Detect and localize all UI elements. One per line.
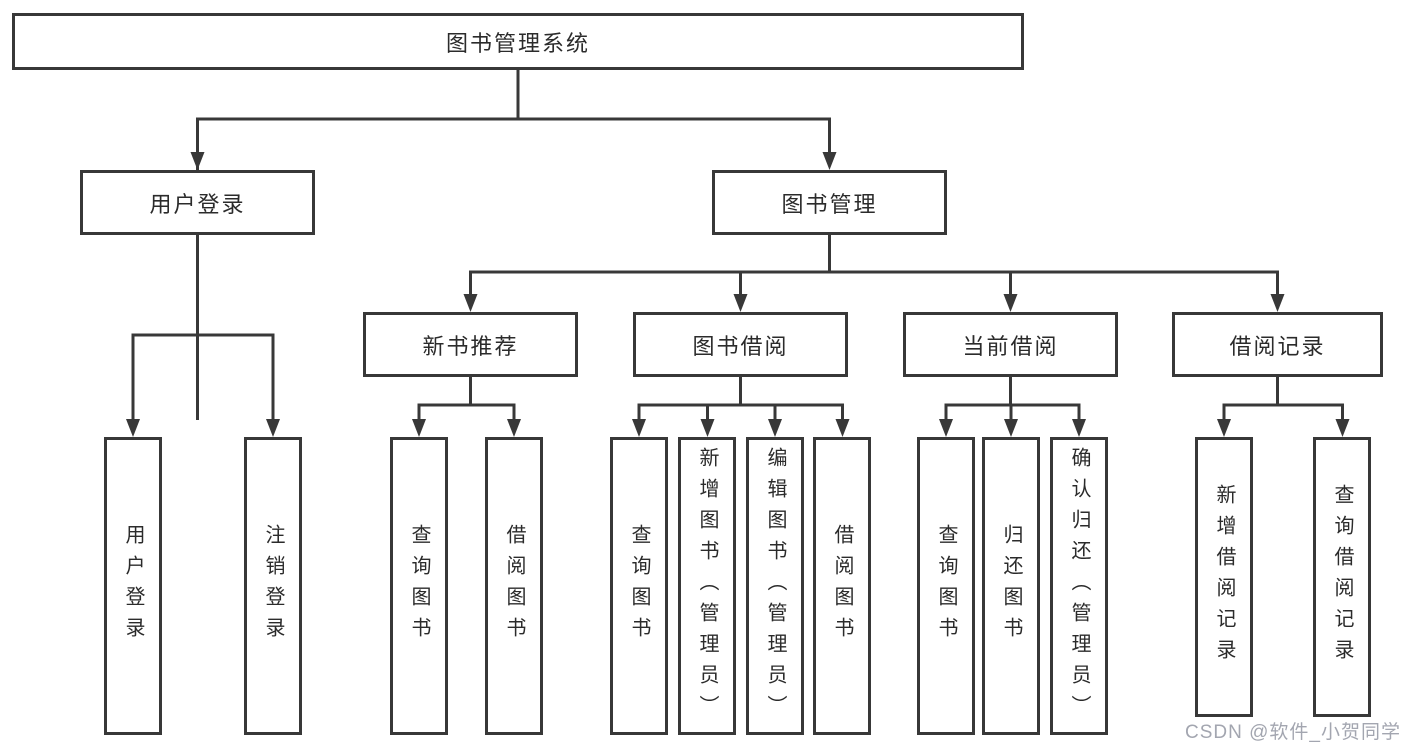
leaf-confirm-return-admin-label: 确认归还（管理员） [1068, 446, 1090, 726]
leaf-confirm-return-admin: 确认归还（管理员） [1050, 437, 1108, 735]
arrowhead [768, 419, 782, 437]
leaf-query-book-2-label: 查询图书 [628, 524, 650, 648]
arrowhead [507, 419, 521, 437]
connector-newbookrec-elbow [417, 403, 516, 421]
leaf-add-borrow-record: 新增借阅记录 [1195, 437, 1253, 717]
leaf-add-book-admin-label: 新增图书（管理员） [696, 446, 718, 726]
arrowhead [700, 419, 715, 437]
arrowhead [190, 152, 205, 170]
connector-userlogin-elbow [131, 333, 275, 420]
leaf-return-book: 归还图书 [982, 437, 1040, 735]
connector-bookmgmt-elbow [469, 270, 1279, 296]
leaf-add-borrow-record-label: 新增借阅记录 [1213, 484, 1235, 670]
arrowhead [835, 419, 850, 437]
arrowhead [412, 419, 426, 437]
node-borrowing-records: 借阅记录 [1172, 312, 1383, 377]
leaf-query-book-3: 查询图书 [917, 437, 975, 735]
leaf-logout: 注销登录 [244, 437, 302, 735]
arrowhead [632, 419, 646, 437]
leaf-query-book-1-label: 查询图书 [408, 524, 430, 648]
leaf-add-book-admin: 新增图书（管理员） [678, 437, 736, 735]
arrowhead [733, 294, 748, 312]
arrowhead [939, 419, 953, 437]
arrowhead [1003, 294, 1018, 312]
arrowhead [1270, 294, 1285, 312]
arrowhead [1072, 419, 1086, 437]
leaf-logout-label: 注销登录 [262, 524, 284, 648]
arrowhead [1335, 419, 1350, 437]
node-user-login: 用户登录 [80, 170, 315, 235]
leaf-user-login: 用户登录 [104, 437, 162, 735]
leaf-query-book-3-label: 查询图书 [935, 524, 957, 648]
arrowhead [463, 294, 478, 312]
connector-borrowrecords-elbow [1222, 403, 1344, 421]
connector-bookborrow-elbow [637, 403, 844, 421]
leaf-borrow-book-1-label: 借阅图书 [503, 524, 525, 648]
leaf-edit-book-admin-label: 编辑图书（管理员） [764, 446, 786, 726]
node-book-management: 图书管理 [712, 170, 947, 235]
node-book-borrowing: 图书借阅 [633, 312, 848, 377]
leaf-edit-book-admin: 编辑图书（管理员） [746, 437, 804, 735]
arrowhead [126, 419, 140, 437]
arrowhead [1217, 419, 1231, 437]
leaf-query-borrow-record-label: 查询借阅记录 [1331, 484, 1353, 670]
node-library-management-system: 图书管理系统 [12, 13, 1024, 70]
leaf-query-borrow-record: 查询借阅记录 [1313, 437, 1371, 717]
leaf-query-book-2: 查询图书 [610, 437, 668, 735]
node-current-borrowing: 当前借阅 [903, 312, 1118, 377]
arrowhead [266, 419, 280, 437]
arrowhead [1004, 419, 1018, 437]
leaf-user-login-label: 用户登录 [122, 524, 144, 648]
csdn-watermark: CSDN @软件_小贺同学 [1185, 722, 1401, 743]
leaf-borrow-book-2: 借阅图书 [813, 437, 871, 735]
leaf-borrow-book-1: 借阅图书 [485, 437, 543, 735]
leaf-return-book-label: 归还图书 [1000, 524, 1022, 648]
leaf-borrow-book-2-label: 借阅图书 [831, 524, 853, 648]
arrowhead [822, 152, 837, 170]
leaf-query-book-1: 查询图书 [390, 437, 448, 735]
node-new-book-recommendation: 新书推荐 [363, 312, 578, 377]
